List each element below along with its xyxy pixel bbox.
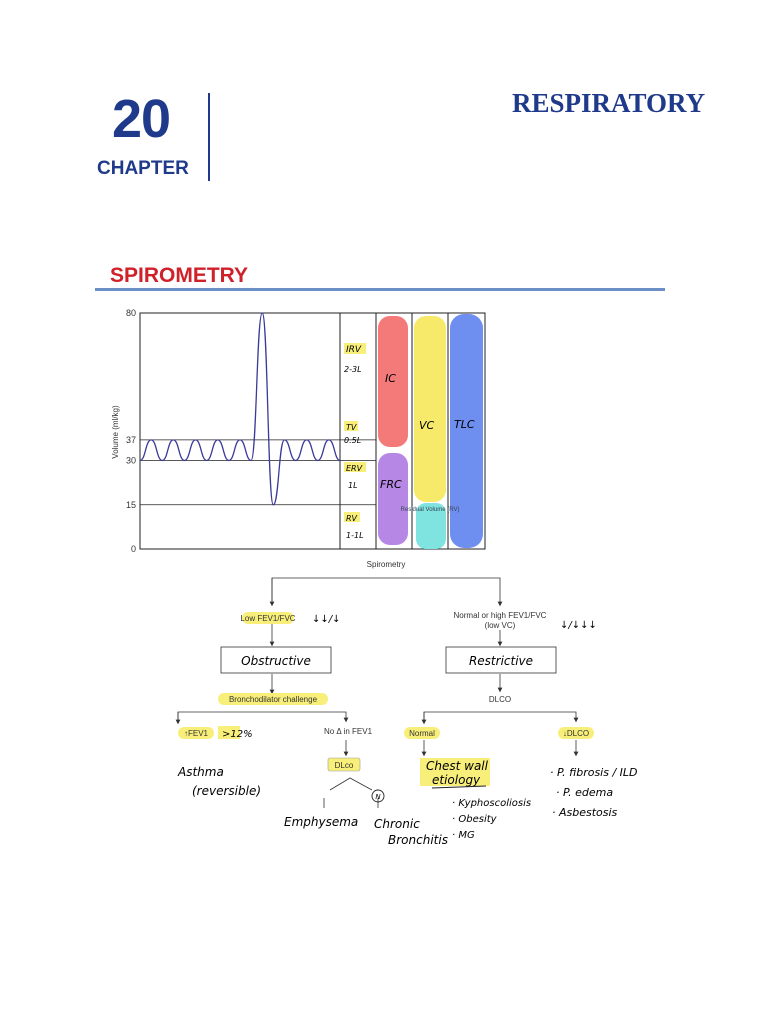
dlco-normal: Normal: [409, 729, 435, 738]
subject-title: RESPIRATORY: [512, 88, 706, 118]
obstructive-box: Obstructive: [241, 654, 311, 668]
chronic-text: Chronic: [374, 817, 420, 831]
erv-value: 1L: [348, 481, 358, 490]
irv-label: IRV: [346, 345, 362, 355]
dlco-test-left: DLco: [335, 761, 354, 770]
normal-high-fev1-fvc: Normal or high FEV1/FVC: [454, 611, 547, 620]
asbestosis-text: · Asbestosis: [552, 806, 618, 819]
tlc-region: [450, 314, 483, 548]
low-fev1-note: ↓↓/↓: [312, 614, 341, 625]
chart-level-lines: [140, 439, 376, 506]
low-vc: (low VC): [485, 621, 516, 630]
restrictive-note: ↓/↓↓↓: [560, 620, 597, 631]
y-tick-label: 37: [126, 435, 136, 445]
y-axis-ticks: 0 15 30 37 80: [126, 308, 136, 554]
section-rule: [95, 288, 665, 291]
residual-volume-label: Residual Volume (RV): [401, 507, 460, 513]
dlco-low: ↓DLCO: [563, 729, 589, 738]
bronchodilator-challenge: Bronchodilator challenge: [229, 695, 318, 704]
low-fev1-fvc: Low FEV1/FVC: [240, 614, 295, 623]
chapter-label: CHAPTER: [97, 158, 189, 179]
fev1-increase-note: >12%: [222, 729, 253, 740]
fev1-increase: ↑FEV1: [184, 729, 209, 738]
normal-circle-mark: N: [375, 793, 381, 801]
ic-region: [378, 316, 408, 447]
obesity-text: · Obesity: [452, 814, 498, 825]
tv-value: 0.5L: [344, 436, 361, 445]
y-axis-label: Volume (ml/kg): [111, 405, 120, 459]
no-change-fev1: No Δ in FEV1: [324, 727, 373, 736]
kyphoscoliosis-text: · Kyphoscoliosis: [452, 798, 531, 809]
erv-label: ERV: [346, 464, 363, 473]
asthma-reversible: (reversible): [192, 784, 261, 798]
chart-frame: [139, 312, 486, 550]
edema-text: · P. edema: [556, 786, 613, 799]
chapter-number: 20: [112, 89, 171, 149]
rv-label: RV: [346, 514, 358, 523]
dlco-test-right: DLCO: [489, 695, 511, 704]
bronchitis-text: Bronchitis: [388, 833, 448, 847]
frc-label: FRC: [380, 478, 402, 491]
y-tick-label: 0: [131, 544, 136, 554]
etiology-text: etiology: [432, 773, 481, 787]
section-title: SPIROMETRY: [110, 264, 249, 287]
tlc-label: TLC: [454, 418, 475, 431]
volume-trace: [139, 312, 341, 506]
flow-root: Spirometry: [367, 560, 406, 569]
frc-region: [378, 453, 408, 545]
chest-wall-text: Chest wall: [426, 759, 489, 773]
vc-label: VC: [419, 419, 435, 432]
rv-value: 1-1L: [346, 531, 364, 540]
y-tick-label: 80: [126, 308, 136, 318]
chapter-divider: [208, 93, 210, 181]
y-tick-label: 30: [126, 456, 136, 466]
fibrosis-text: · P. fibrosis / ILD: [550, 766, 638, 779]
asthma-text: Asthma: [177, 765, 224, 779]
emphysema-text: Emphysema: [284, 815, 358, 829]
mg-text: · MG: [452, 830, 475, 841]
restrictive-box: Restrictive: [469, 654, 533, 668]
ic-label: IC: [385, 372, 396, 385]
y-tick-label: 15: [126, 500, 136, 510]
tv-label: TV: [346, 423, 357, 432]
vc-region: [414, 316, 446, 502]
rv-region: [416, 503, 446, 549]
flow-connectors: [175, 577, 579, 808]
irv-value: 2-3L: [344, 365, 362, 374]
